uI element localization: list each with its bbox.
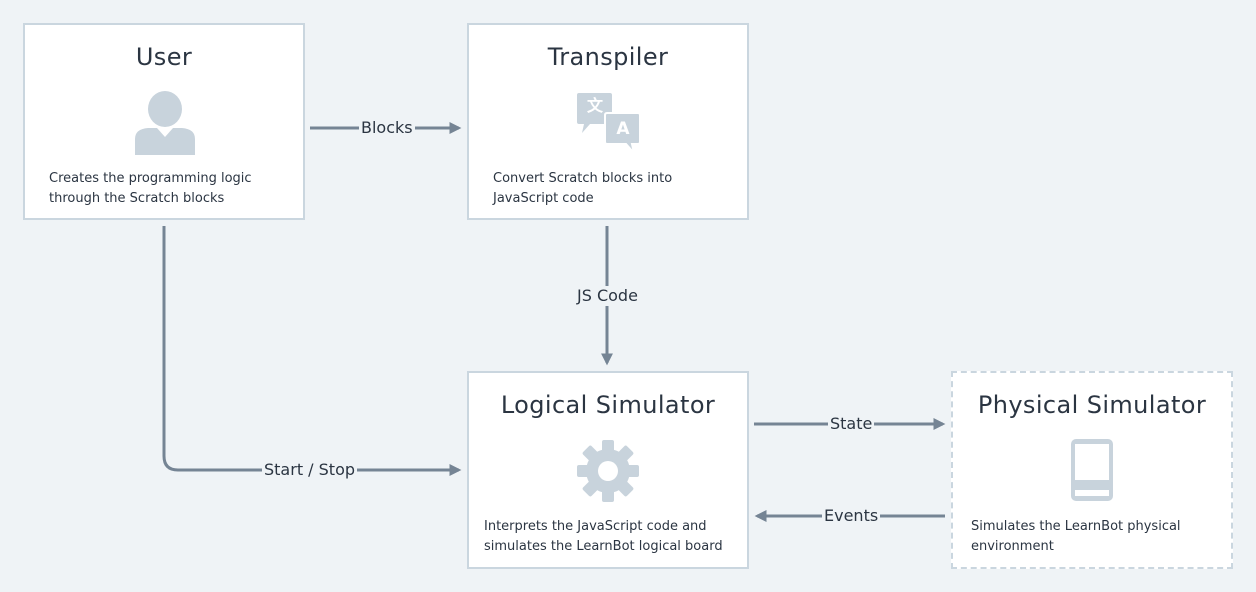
start-stop-arrow: [162, 226, 462, 476]
transpiler-description: Convert Scratch blocks into JavaScript c…: [493, 171, 673, 206]
physical-simulator-title: Physical Simulator: [977, 391, 1207, 419]
js-code-label: JS Code: [575, 286, 640, 306]
physical-simulator-node: Physical Simulator Simulates the LearnBo…: [951, 371, 1233, 569]
events-label: Events: [822, 506, 881, 526]
translate-source-glyph: 文: [586, 96, 603, 115]
user-description: Creates the programming logic through th…: [49, 171, 252, 206]
blocks-label: Blocks: [359, 118, 415, 138]
state-label: State: [828, 414, 875, 434]
translate-icon: 文 A: [576, 91, 642, 153]
translate-target-glyph: A: [616, 119, 630, 139]
logical-simulator-node: Logical Simulator Interprets the JavaScr…: [467, 371, 749, 569]
physical-simulator-description: Simulates the LearnBot physical environm…: [971, 519, 1181, 554]
logical-simulator-description: Interprets the JavaScript code and simul…: [484, 519, 723, 554]
user-icon: [135, 91, 195, 155]
start-stop-label: Start / Stop: [262, 460, 358, 480]
transpiler-node: Transpiler 文 A Convert Scratch blocks in…: [467, 23, 749, 220]
device-icon: [1071, 439, 1113, 501]
user-title: User: [135, 43, 193, 71]
user-node: User Creates the programming logic throu…: [23, 23, 305, 220]
transpiler-title: Transpiler: [547, 43, 669, 71]
gear-icon: [577, 440, 639, 502]
logical-simulator-title: Logical Simulator: [500, 391, 716, 419]
